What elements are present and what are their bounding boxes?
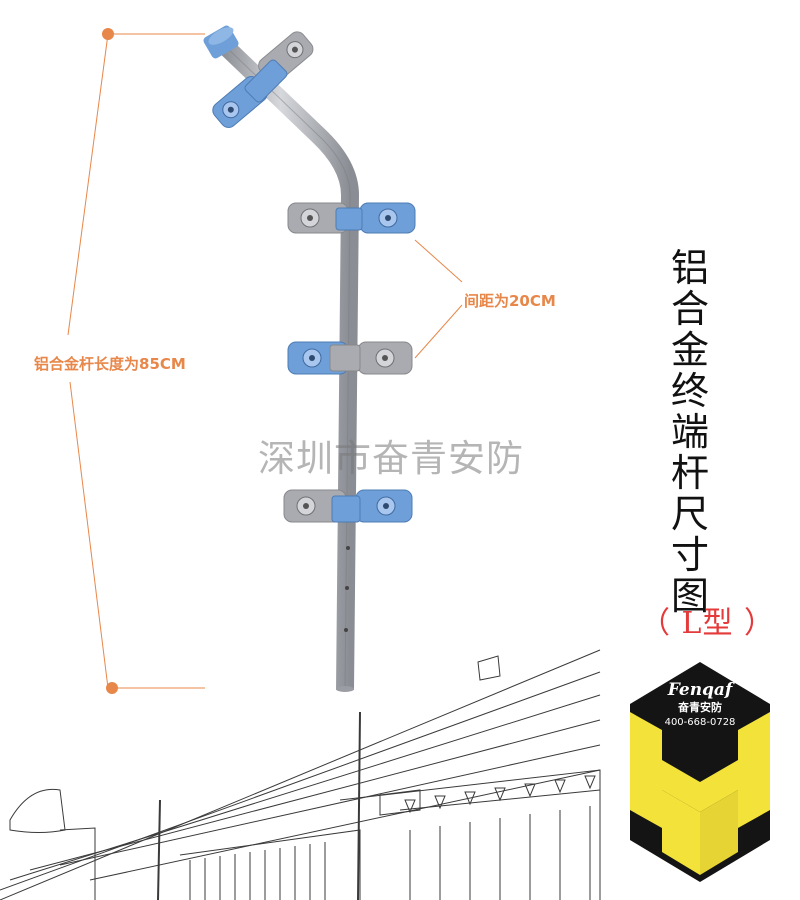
brand-cn-name: 奋青安防 [678, 701, 722, 714]
brand-phone: 400-668-0728 [664, 717, 736, 728]
length-dimension-label: 铝合金杆长度为85CM [34, 355, 186, 373]
brand-logo [630, 662, 770, 882]
fence-sketch [0, 649, 601, 900]
top-dimension-dot [102, 28, 114, 40]
watermark: 深圳市奋青安防 [258, 437, 524, 480]
bracket-row-1 [287, 202, 416, 234]
top-clamp [244, 59, 288, 103]
title-char: 终 [670, 369, 709, 413]
bracket-row-2 [287, 341, 413, 375]
aluminum-pole [217, 38, 360, 692]
title-char: 图 [670, 574, 709, 618]
page-title: 铝合金终端杆尺寸图 [668, 248, 712, 617]
title-char: 合 [670, 287, 709, 331]
bracket-row-3 [283, 489, 413, 523]
title-char: 金 [670, 328, 709, 372]
pole-cap [203, 25, 239, 59]
title-char: 端 [670, 410, 709, 454]
dimension-lines [67, 33, 463, 689]
brand-name: Fenqaf [667, 680, 733, 700]
title-char: 铝 [670, 246, 709, 290]
title-char: 杆 [670, 451, 709, 495]
spacing-dimension-label: 间距为20CM [464, 292, 556, 310]
title-char: 寸 [670, 533, 709, 577]
bottom-dimension-dot [106, 682, 118, 694]
brand-text: Fenqaf 奋青安防 400-668-0728 [630, 680, 770, 730]
subtitle: （ L型 ） [640, 606, 775, 641]
title-char: 尺 [670, 492, 709, 536]
